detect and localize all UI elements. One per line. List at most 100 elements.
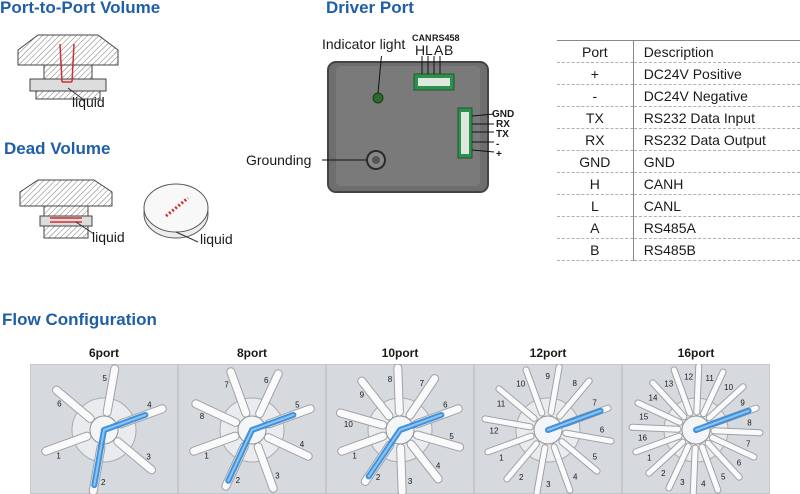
port-number-label: 3: [408, 477, 413, 486]
port-number-label: 14: [649, 393, 658, 402]
port-number-label: 10: [516, 379, 525, 388]
flow-path-highlight: [695, 409, 750, 431]
port-tube-highlight: [705, 440, 742, 480]
port-cell: L: [557, 194, 634, 217]
port-tube-highlight: [504, 441, 539, 482]
port-number-label: 3: [680, 478, 685, 487]
port-number-label: 6: [600, 426, 605, 435]
port-tube-highlight: [666, 443, 691, 491]
port-number-label: 6: [737, 459, 742, 468]
table-row: -DC24V Negative: [557, 84, 800, 107]
port-number-label: 5: [593, 453, 598, 462]
port-cell: TX: [557, 106, 634, 129]
flow-title-16port: 16port: [677, 346, 715, 360]
header-description: Description: [633, 40, 800, 63]
port-cell: B: [557, 238, 634, 261]
description-cell: DC24V Negative: [633, 84, 800, 107]
grounding-label: Grounding: [246, 152, 312, 168]
table-row: +DC24V Positive: [557, 62, 800, 85]
side-tx-label: TX: [496, 129, 509, 140]
port-tube-highlight: [192, 400, 240, 426]
port-number-label: 4: [436, 461, 441, 470]
driver-port-heading: Driver Port: [326, 0, 414, 17]
rs458-label: RS458: [432, 33, 460, 43]
port-tube-highlight: [394, 364, 403, 416]
port-tube-highlight: [413, 431, 464, 451]
port-tube-highlight: [650, 380, 687, 420]
port-tube-highlight: [646, 439, 686, 476]
port-tube-highlight: [407, 440, 442, 483]
port-tube-highlight: [635, 400, 683, 425]
port-number-label: 2: [661, 469, 666, 478]
port-number-label: 11: [706, 374, 715, 383]
port-number-label: 9: [360, 391, 365, 400]
port-number-label: 3: [275, 471, 280, 480]
side-rx-label: RX: [496, 119, 510, 130]
port-number-label: 12: [490, 426, 499, 435]
port-tube-highlight: [53, 386, 94, 422]
port-number-label: 8: [388, 375, 393, 384]
port-number-label: 7: [224, 381, 229, 390]
description-cell: RS485A: [633, 216, 800, 239]
description-cell: RS485B: [633, 238, 800, 261]
flow-title-8port: 8port: [237, 346, 267, 360]
port-tube-highlight: [701, 369, 726, 417]
port-number-label: 1: [647, 453, 652, 462]
port-number-label: 5: [295, 401, 300, 410]
port-number-label: 2: [236, 476, 241, 485]
port-number-label: 1: [56, 451, 61, 460]
flow-path-highlight: [367, 413, 443, 478]
port-number-label: 1: [499, 453, 504, 462]
port-tube-highlight: [190, 432, 239, 455]
port-tube-highlight: [548, 364, 562, 415]
flow-path-highlight: [93, 413, 147, 487]
can-label: CAN: [412, 33, 432, 43]
port-number-label: 9: [740, 399, 745, 408]
port-number-label: 2: [519, 473, 524, 482]
description-cell: RS232 Data Input: [633, 106, 800, 129]
port-tube-highlight: [563, 430, 614, 444]
flow-path-highlight: [547, 409, 602, 431]
dead-volume-cross-section: [19, 179, 113, 239]
port-number-label: 4: [147, 401, 152, 410]
port-tube-highlight: [690, 445, 698, 494]
port-tube-highlight: [482, 416, 533, 430]
port-tube-highlight: [336, 409, 387, 429]
port-number-label: 9: [545, 372, 550, 381]
description-cell: RS232 Data Output: [633, 128, 800, 151]
port-number-label: 6: [443, 401, 448, 410]
port-tube-highlight: [114, 438, 155, 474]
port-tube-highlight: [534, 445, 548, 494]
pin-l-label: L: [425, 42, 433, 58]
port-tube-highlight: [358, 377, 393, 420]
port-tube-highlight: [264, 434, 312, 460]
port-number-label: 8: [747, 419, 752, 428]
port-tube-highlight: [103, 365, 119, 416]
liquid-label: liquid: [200, 231, 233, 247]
port-number-label: 1: [204, 451, 209, 460]
port-number-label: 2: [376, 473, 381, 482]
liquid-label: liquid: [72, 94, 105, 110]
header-port: Port: [557, 40, 634, 63]
indicator-light-label: Indicator light: [322, 36, 406, 52]
flow-title-6port: 6port: [89, 346, 119, 360]
port-number-label: 5: [103, 374, 108, 383]
port-tube-highlight: [671, 367, 693, 416]
port-tube-highlight: [559, 439, 600, 474]
port-description-table: Port Description +DC24V Positive -DC24V …: [557, 40, 800, 261]
flow-path-highlight: [227, 413, 295, 482]
port-number-label: 5: [721, 473, 726, 482]
port-number-label: 4: [701, 479, 706, 488]
port-number-label: 12: [684, 373, 693, 382]
flow-title-12port: 12port: [529, 346, 567, 360]
port-number-label: 7: [746, 440, 751, 449]
